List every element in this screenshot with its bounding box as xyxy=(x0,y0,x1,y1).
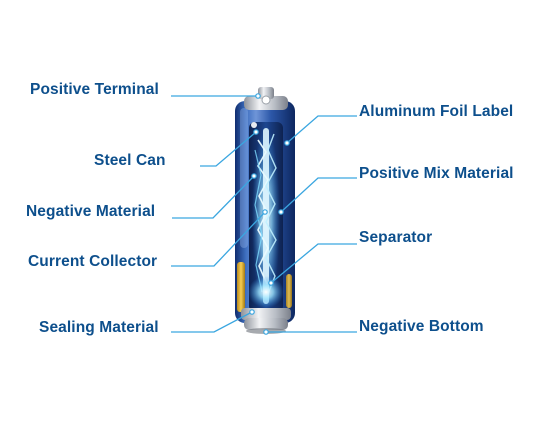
positive-nub xyxy=(258,87,274,99)
label-negative-material: Negative Material xyxy=(26,203,156,220)
label-aluminum-foil-label: Aluminum Foil Label xyxy=(359,103,514,120)
label-positive-terminal: Positive Terminal xyxy=(30,81,159,98)
leader-sealing-material xyxy=(171,311,253,333)
foil-stripe xyxy=(237,262,245,312)
bottom-cap xyxy=(244,318,288,330)
leader-lines xyxy=(171,95,357,333)
label-separator: Separator xyxy=(359,229,433,246)
leader-current-collector xyxy=(171,211,266,267)
leader-steel-can xyxy=(200,131,257,167)
label-sealing-material: Sealing Material xyxy=(39,319,159,336)
leader-separator xyxy=(270,243,357,284)
label-steel-can: Steel Can xyxy=(94,152,166,169)
label-negative-bottom: Negative Bottom xyxy=(359,318,484,335)
leader-positive-mix xyxy=(280,177,357,213)
leader-negative-material xyxy=(172,175,255,219)
label-positive-mix-material: Positive Mix Material xyxy=(359,165,514,182)
label-current-collector: Current Collector xyxy=(28,253,158,270)
battery-body xyxy=(235,87,295,334)
leader-aluminum-foil xyxy=(286,115,357,144)
